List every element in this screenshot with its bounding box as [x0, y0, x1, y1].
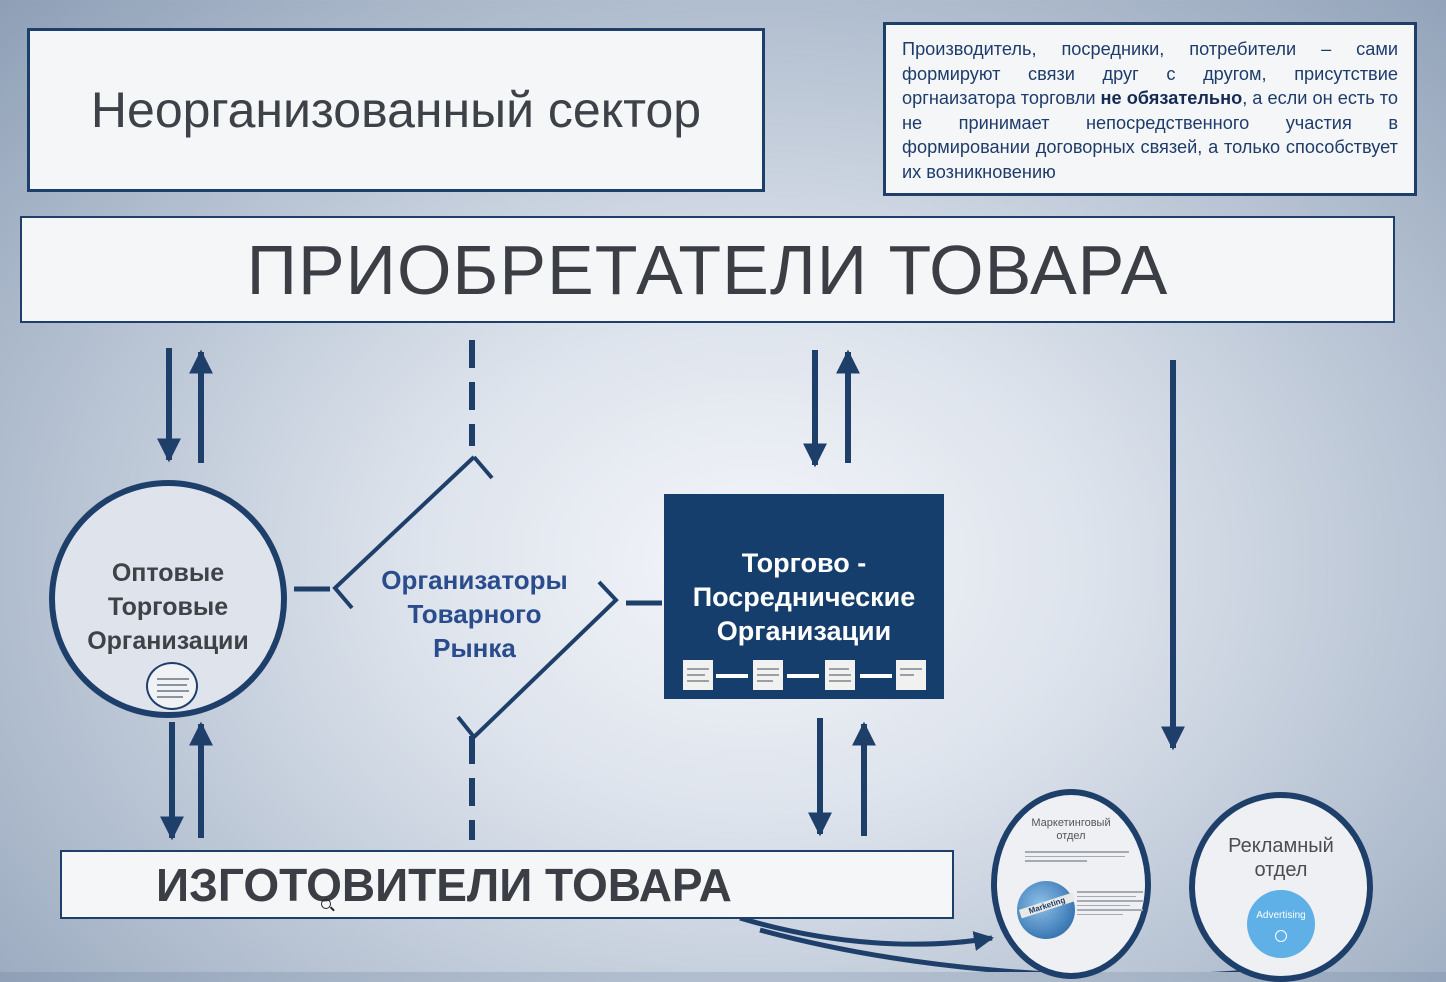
wholesale-line1: Оптовые: [111, 559, 225, 587]
thumbnail-connector-1: [716, 674, 748, 678]
intermediaries-line3: Организации: [716, 616, 892, 646]
wholesale-line2: Торговые: [107, 593, 229, 621]
thumbnail-connector-3: [860, 674, 892, 678]
organizer-diamond-bottomleft: [456, 715, 476, 739]
organizer-diamond-topright: [472, 455, 494, 480]
advertising-badge[interactable]: Advertising: [1247, 890, 1315, 958]
marketing-side-text: [1077, 891, 1143, 918]
organizers-line1: Организаторы: [381, 565, 568, 595]
note-text-part2: , а если он есть то не принимает непосре…: [902, 88, 1399, 182]
note-text-bold: не обязательно: [1100, 88, 1243, 108]
intermediaries-thumbnail-1[interactable]: [683, 660, 713, 690]
intermediaries-thumbnail-3[interactable]: [825, 660, 855, 690]
curve-makers-to-marketing: [739, 915, 994, 951]
organizer-diamond-right: [472, 580, 619, 739]
marketing-circle[interactable]: Маркетинговый отдел Marketing: [991, 789, 1151, 979]
intermediaries-line1: Торгово -: [741, 548, 867, 578]
wholesale-line3: Организации: [87, 627, 249, 655]
intermediaries-thumbnail-2[interactable]: [753, 660, 783, 690]
marketing-body-text: [1025, 851, 1129, 865]
makers-box: ИЗГОТОВИТЕЛИ ТОВАРА: [60, 850, 954, 919]
sector-title: Неорганизованный сектор: [90, 82, 702, 138]
organizers-line2: Товарного: [407, 599, 542, 629]
intermediaries-thumbnail-4[interactable]: [896, 660, 926, 690]
advertising-title-line1: Рекламный: [1228, 835, 1334, 857]
intermediaries-box[interactable]: Торгово - Посреднические Организации: [664, 494, 944, 699]
wholesale-circle[interactable]: Оптовые Торговые Организации: [49, 480, 287, 718]
marketing-title-line2: отдел: [1056, 830, 1086, 842]
thumbnail-connector-2: [787, 674, 819, 678]
organizer-diamond-left: [332, 455, 476, 610]
buyers-label: ПРИОБРЕТАТЕЛИ ТОВАРА: [246, 230, 1169, 309]
note-text-part1: Производитель, посредники, потребители –…: [902, 39, 1398, 108]
marketing-title-line1: Маркетинговый: [1031, 817, 1111, 829]
makers-label: ИЗГОТОВИТЕЛИ ТОВАРА: [156, 858, 732, 911]
advertising-circle[interactable]: Рекламный отдел Advertising: [1189, 792, 1373, 982]
organizers-label: Организаторы Товарного Рынка: [362, 563, 587, 665]
advertising-title-line2: отдел: [1254, 859, 1308, 881]
description-note: Производитель, посредники, потребители –…: [883, 22, 1417, 196]
buyers-box: ПРИОБРЕТАТЕЛИ ТОВАРА: [20, 216, 1395, 323]
zoom-cursor-icon: [321, 899, 331, 909]
advertising-badge-label: Advertising: [1256, 910, 1306, 921]
intermediaries-line2: Посреднические: [692, 582, 916, 612]
wholesale-thumbnail[interactable]: [146, 662, 198, 710]
organizers-line3: Рынка: [433, 633, 516, 663]
sector-title-box: Неорганизованный сектор: [27, 28, 765, 192]
curve-makers-to-advertising: [759, 927, 1250, 972]
camera-icon: [1275, 930, 1287, 942]
